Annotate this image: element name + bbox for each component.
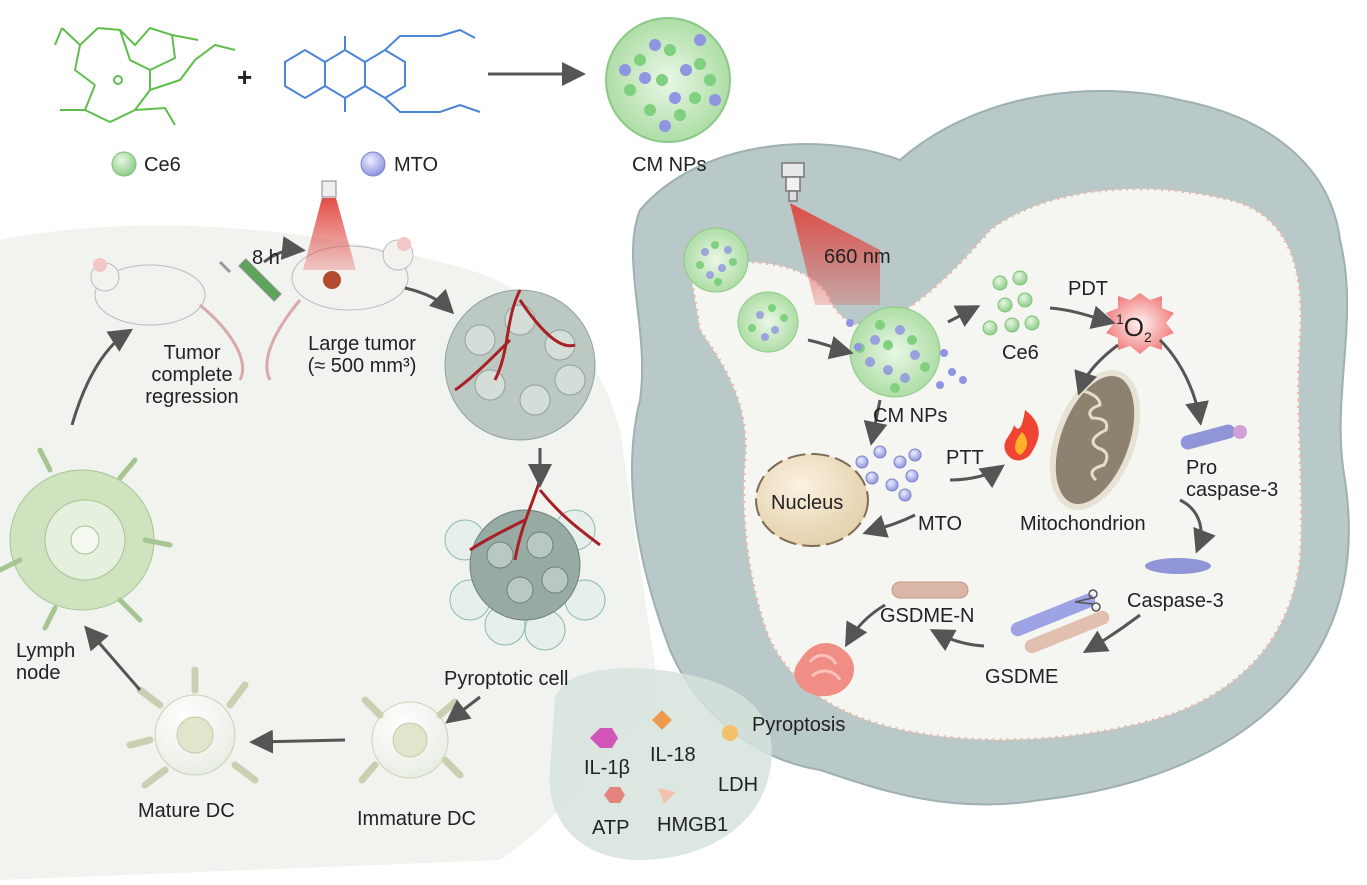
atp-icon — [604, 787, 625, 803]
time-label: 8 h — [252, 247, 280, 269]
plus-sign: + — [237, 62, 253, 92]
cell-mto-label: MTO — [918, 513, 963, 535]
ce6-cluster — [982, 270, 1040, 336]
nucleus — [755, 453, 869, 547]
ce6-legend-label: Ce6 — [144, 154, 181, 176]
pro-caspase-icon — [1180, 424, 1247, 450]
nucleus-label: Nucleus — [771, 492, 844, 514]
il1b-label: IL-1β — [584, 757, 630, 779]
mto-cluster — [855, 445, 922, 502]
mature-dc-label: Mature DC — [138, 800, 235, 822]
cell-cm-nps-label: CM NPs — [873, 405, 948, 427]
pyroptotic-cell-label: Pyroptotic cell — [444, 668, 569, 690]
hmgb1-icon — [658, 788, 676, 804]
immature-dc-icon — [358, 696, 464, 784]
mto-legend-label: MTO — [394, 154, 439, 176]
gsdme-n-label: GSDME-N — [880, 605, 975, 627]
flow-arrows — [70, 236, 1216, 754]
nanoparticle-3 — [849, 306, 941, 398]
nanoparticle-2 — [737, 291, 799, 353]
pyroptotic-tumor-icon — [444, 479, 606, 651]
pyroptosis-label: Pyroptosis — [752, 714, 846, 736]
hmgb1-label: HMGB1 — [657, 814, 729, 836]
lymph-node-icon — [0, 447, 173, 631]
atp-label: ATP — [592, 817, 630, 839]
laser-small-icon — [303, 180, 356, 270]
scissors-icon — [1074, 589, 1101, 612]
flame-icon — [1004, 410, 1039, 461]
laser-beam — [790, 203, 880, 305]
mto-scatter-1 — [846, 319, 967, 389]
laser-wavelength-label: 660 nm — [824, 246, 891, 268]
cm-nps-label: CM NPs — [632, 154, 707, 176]
immature-dc-label: Immature DC — [357, 808, 476, 830]
gsdme-n-icon — [891, 581, 969, 599]
mature-dc-icon — [126, 666, 259, 789]
il1b-icon — [590, 728, 618, 748]
cell-ce6-label: Ce6 — [1002, 342, 1039, 364]
pyroptosis-pore-icon — [794, 642, 855, 697]
il18-icon — [652, 710, 672, 730]
large-tumor-label: Large tumor(≈ 500 mm³) — [307, 333, 417, 377]
release-blob — [549, 668, 772, 860]
gsdme-icon — [1010, 593, 1110, 654]
syringe-icon — [218, 258, 282, 302]
singlet-oxygen-burst — [1106, 293, 1174, 354]
mouse-regression-icon — [90, 258, 245, 381]
singlet-oxygen-label: 1O2 — [1116, 311, 1152, 345]
caspase-icon — [1145, 558, 1211, 574]
pdt-label: PDT — [1068, 278, 1108, 300]
caspase-label: Caspase-3 — [1127, 590, 1224, 612]
ldh-icon — [722, 725, 738, 741]
cm-nps-product-icon — [605, 17, 731, 143]
il18-label: IL-18 — [650, 744, 696, 766]
mitochondrion-label: Mitochondrion — [1020, 513, 1146, 535]
ce6-legend-icon — [111, 151, 137, 177]
mto-legend-icon — [360, 151, 386, 177]
ce6-structure — [54, 26, 236, 126]
large-tumor-icon — [444, 289, 596, 441]
ptt-label: PTT — [946, 447, 984, 469]
nanoparticle-1 — [683, 227, 749, 293]
mitochondrion-icon — [1049, 370, 1141, 510]
laser-device-icon — [781, 162, 805, 202]
mto-structure — [284, 28, 481, 113]
ldh-label: LDH — [718, 774, 759, 796]
gsdme-label: GSDME — [985, 666, 1059, 688]
